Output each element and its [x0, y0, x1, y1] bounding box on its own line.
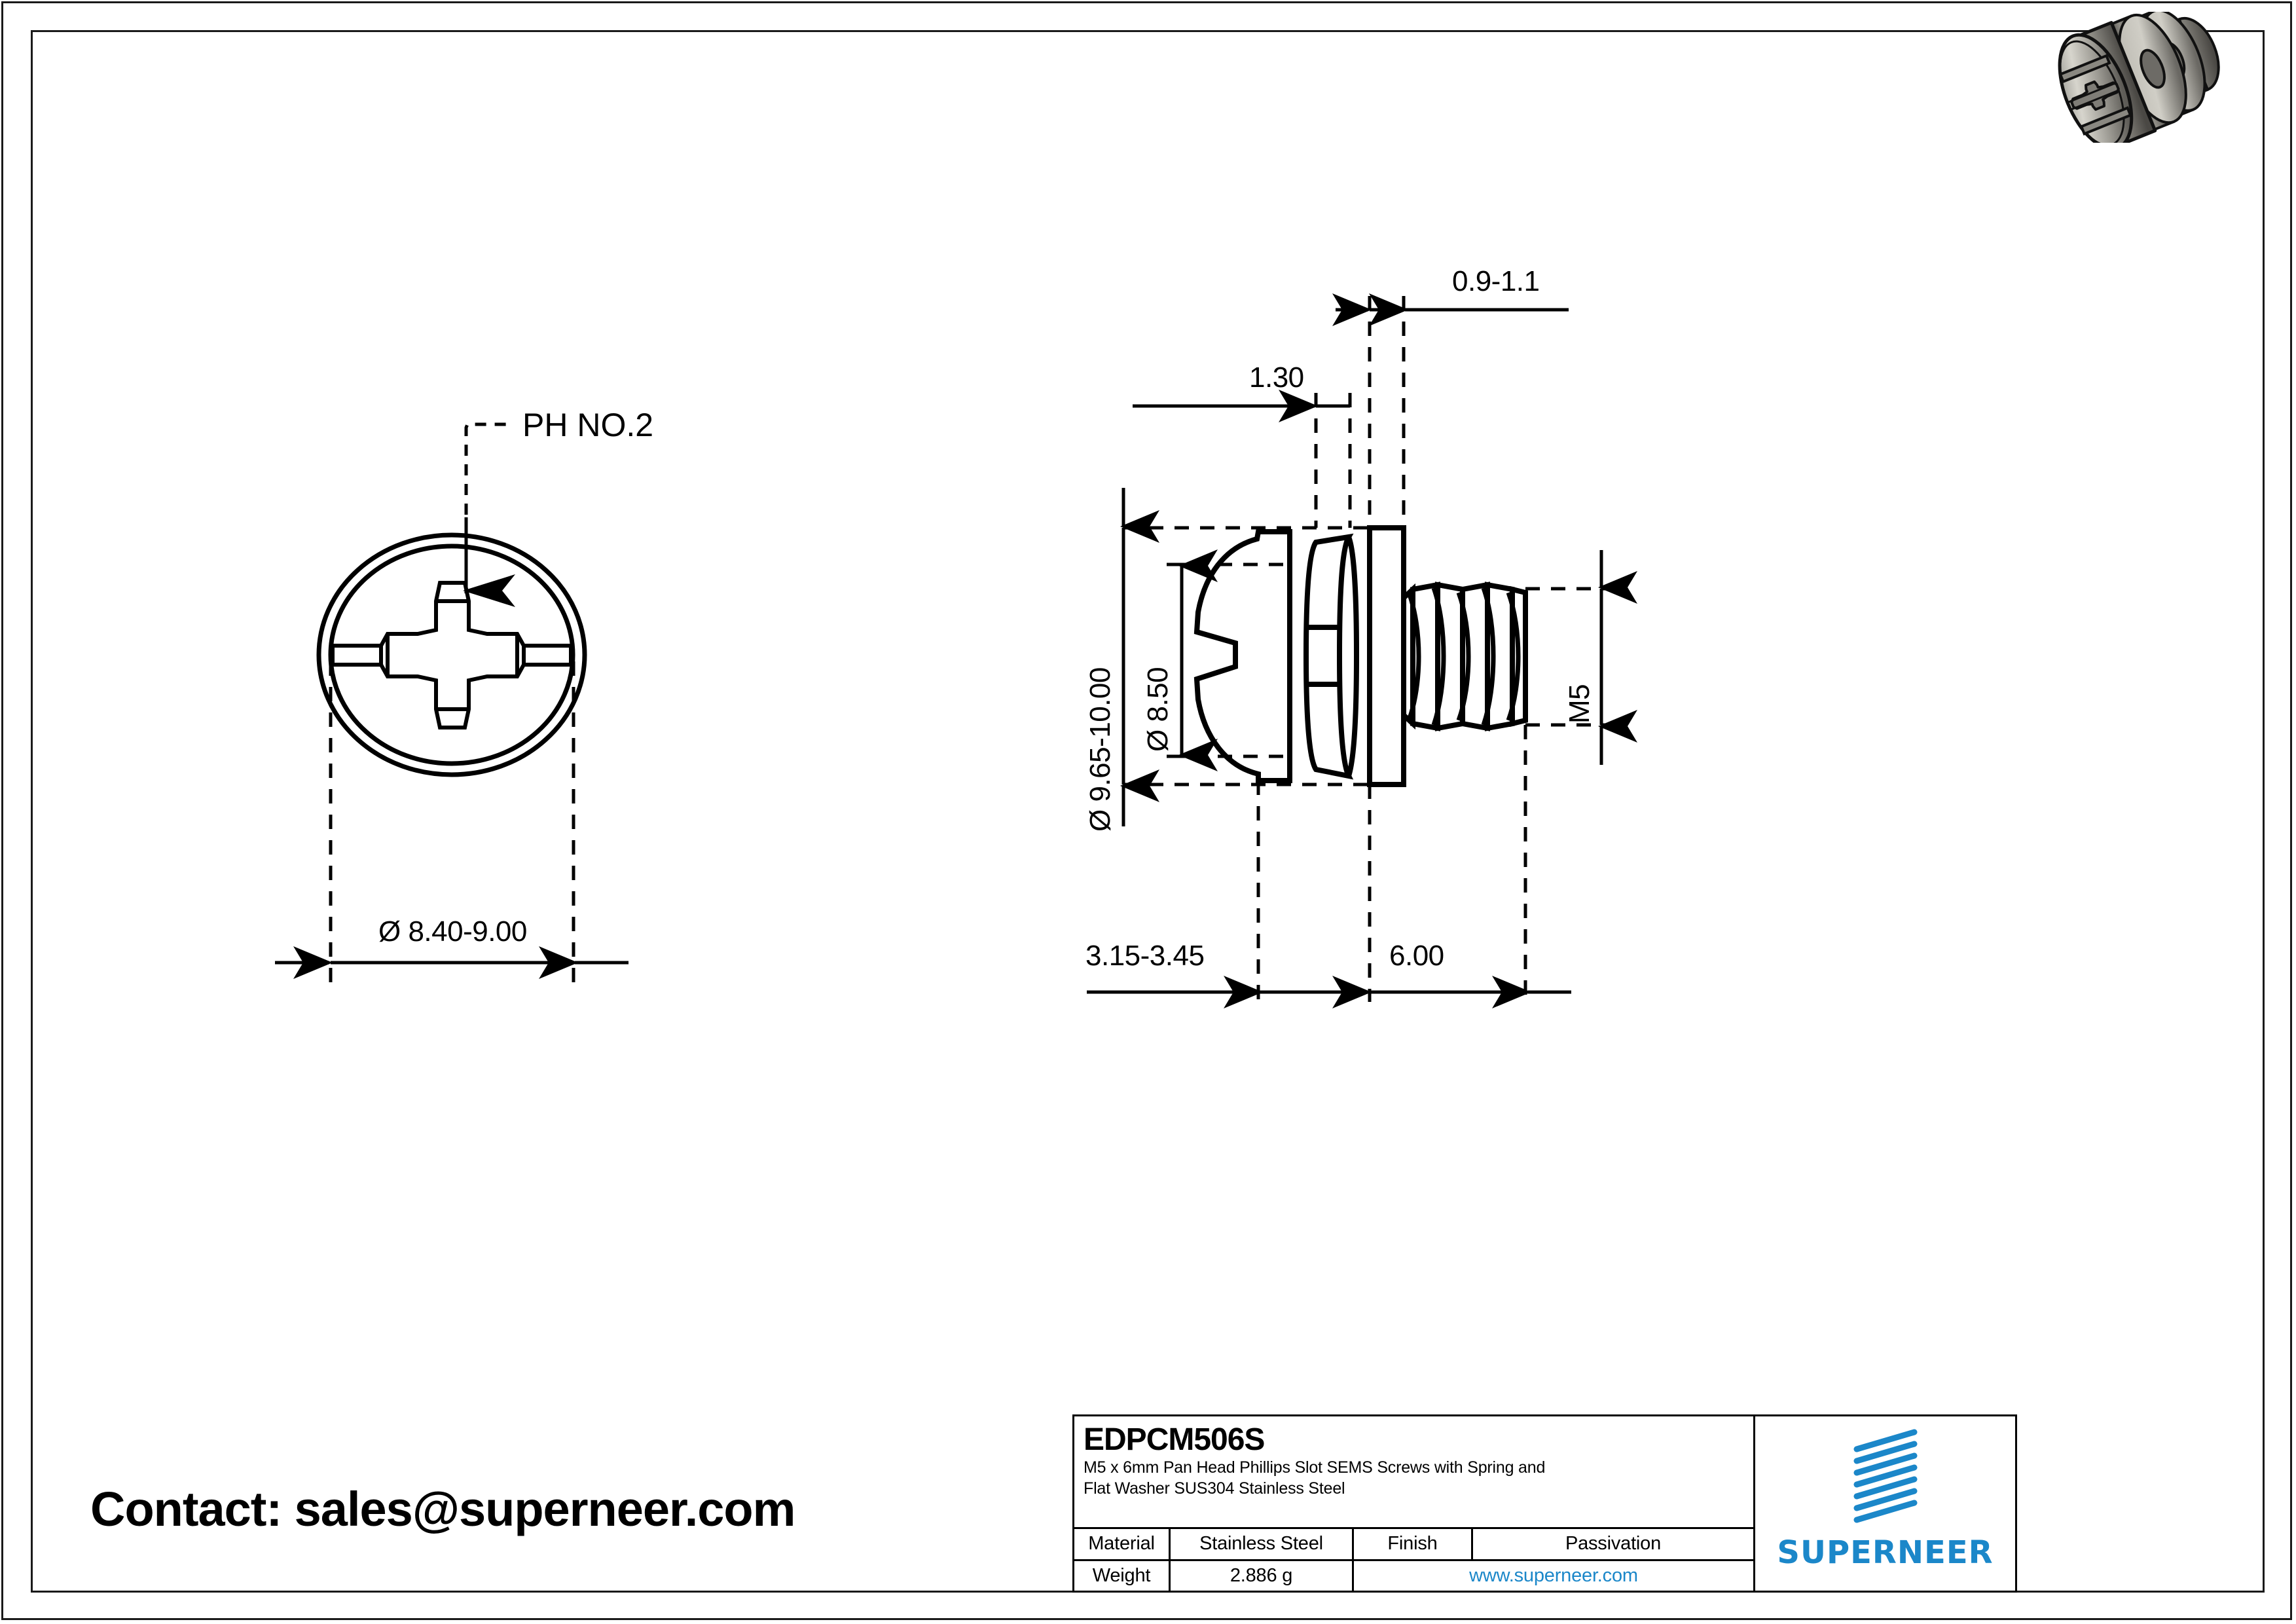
isometric-render — [2058, 12, 2220, 143]
thread-length-dim: 6.00 — [1389, 940, 1444, 972]
title-block: EDPCM506S M5 x 6mm Pan Head Phillips Slo… — [1072, 1414, 2265, 1593]
thread-size-dim: M5 — [1563, 684, 1595, 724]
weight-label: Weight — [1074, 1560, 1171, 1591]
description-line-2: Flat Washer SUS304 Stainless Steel — [1084, 1479, 1345, 1498]
head-height-dim: 3.15-3.45 — [1085, 940, 1205, 972]
table-row: Weight 2.886 g www.superneer.com — [1074, 1560, 1753, 1591]
spring-washer-thickness-dim: 1.30 — [1249, 361, 1304, 394]
weight-value: 2.886 g — [1171, 1560, 1354, 1591]
top-view-diameter-dim: Ø 8.40-9.00 — [378, 915, 527, 948]
title-block-table: Material Stainless Steel Finish Passivat… — [1074, 1529, 1753, 1591]
brand-wordmark: SUPERNEER — [1777, 1534, 1994, 1571]
title-block-description: EDPCM506S M5 x 6mm Pan Head Phillips Slo… — [1074, 1416, 1753, 1529]
flat-washer-thickness-dim: 0.9-1.1 — [1452, 265, 1540, 297]
title-block-main: EDPCM506S M5 x 6mm Pan Head Phillips Slo… — [1072, 1414, 1755, 1593]
table-row: Material Stainless Steel Finish Passivat… — [1074, 1529, 1753, 1561]
contact-text: Contact: sales@superneer.com — [90, 1482, 795, 1536]
material-label: Material — [1074, 1529, 1171, 1559]
outer-diameter-dim: Ø 9.65-10.00 — [1084, 667, 1116, 832]
ph-no2-label: PH NO.2 — [522, 407, 654, 443]
finish-label: Finish — [1354, 1529, 1473, 1559]
sheet-border-inner — [31, 30, 2265, 1593]
head-diameter-dim: Ø 8.50 — [1142, 667, 1174, 752]
material-value: Stainless Steel — [1171, 1529, 1354, 1559]
description-line-1: M5 x 6mm Pan Head Phillips Slot SEMS Scr… — [1084, 1458, 1546, 1477]
part-number: EDPCM506S — [1084, 1422, 1265, 1457]
website-link[interactable]: www.superneer.com — [1469, 1564, 1638, 1586]
finish-value: Passivation — [1565, 1533, 1662, 1555]
brand-panel: SUPERNEER — [1755, 1414, 2017, 1593]
superneer-logo-icon — [1853, 1429, 1917, 1523]
